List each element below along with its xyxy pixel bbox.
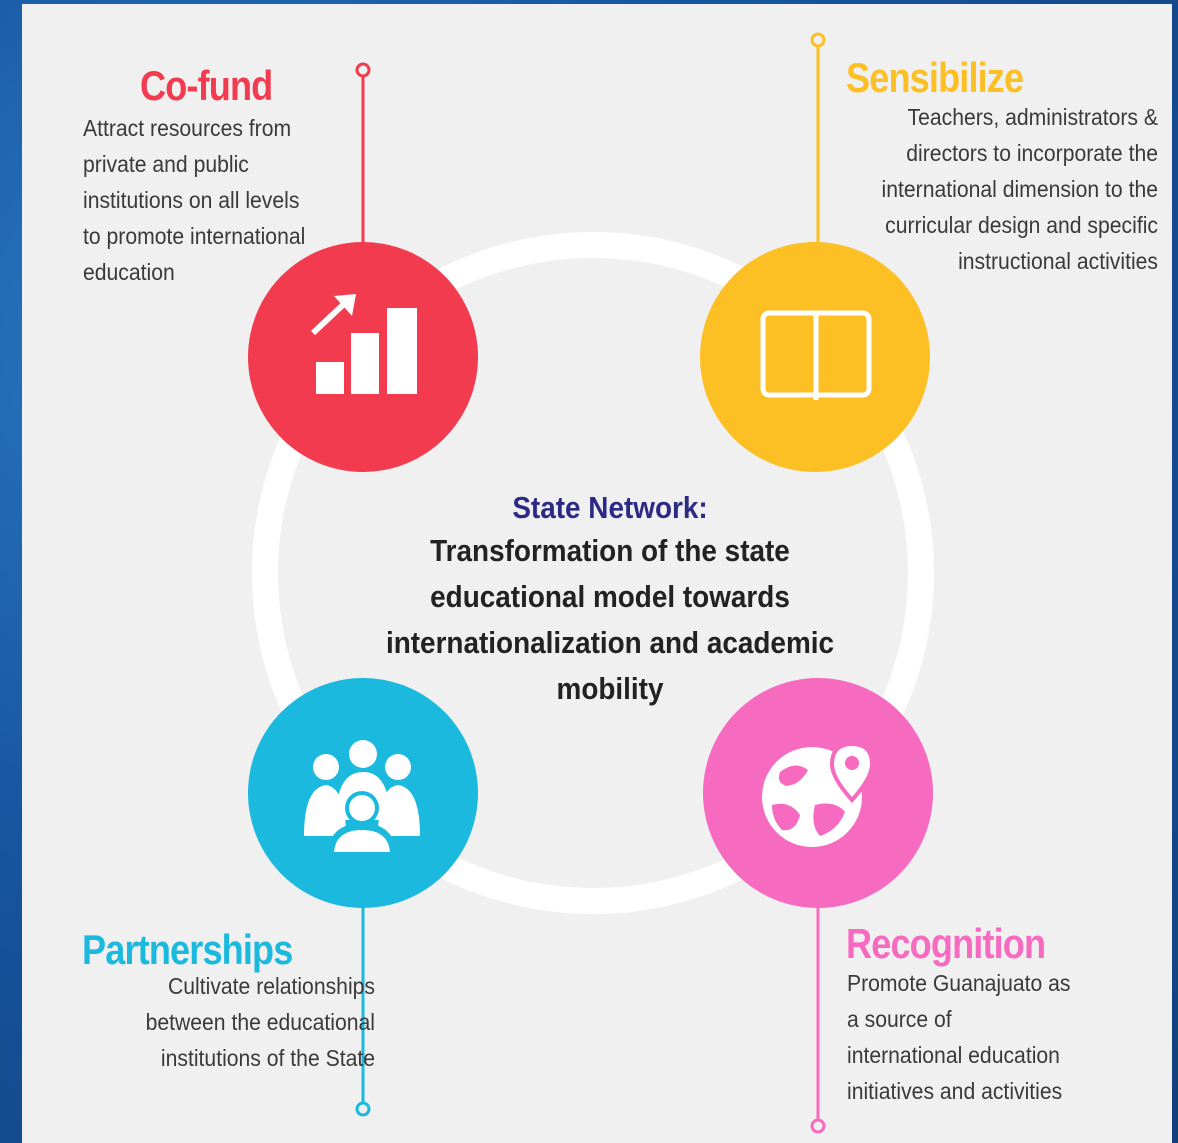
cofund-desc-line: private and public — [83, 151, 249, 177]
sensibilize-title: Sensibilize — [846, 54, 1024, 101]
center-title: State Network: — [512, 490, 708, 525]
recognition-desc-line: initiatives and activities — [847, 1078, 1063, 1104]
center-line: Transformation of the state — [430, 533, 790, 568]
recognition-description: Promote Guanajuato as a source of intern… — [847, 965, 1071, 1109]
sensibilize-desc-line: curricular design and specific — [885, 212, 1158, 238]
cofund-desc-line: education — [83, 259, 175, 285]
partnerships-desc-line: between the educational — [145, 1009, 375, 1035]
partnerships-desc-line: institutions of the State — [160, 1045, 375, 1071]
bar-chart-growth-icon — [310, 294, 417, 394]
partnerships-description: Cultivate relationships between the educ… — [67, 968, 375, 1076]
cofund-connector — [355, 62, 371, 250]
sensibilize-desc-line: instructional activities — [958, 248, 1158, 274]
recognition-desc-line: a source of — [847, 1006, 952, 1032]
recognition-connector — [810, 900, 826, 1134]
partnerships-title: Partnerships — [82, 926, 293, 973]
center-line: mobility — [556, 671, 664, 706]
recognition-title: Recognition — [846, 920, 1046, 967]
partnerships-connector — [355, 900, 371, 1117]
infographic-panel — [22, 4, 1172, 1143]
people-group-icon — [304, 740, 420, 852]
cofund-title: Co-fund — [140, 62, 273, 109]
cofund-desc-line: Attract resources from — [83, 115, 292, 141]
recognition-desc-line: Promote Guanajuato as — [847, 970, 1071, 996]
sensibilize-description: Teachers, administrators & directors to … — [827, 99, 1158, 279]
cofund-desc-line: to promote international — [83, 223, 306, 249]
partnerships-desc-line: Cultivate relationships — [167, 973, 375, 999]
cofund-desc-line: institutions on all levels — [83, 187, 300, 213]
central-ring — [252, 232, 934, 914]
globe-pin-icon — [762, 741, 875, 847]
sensibilize-connector — [810, 32, 826, 250]
center-line: internationalization and academic — [385, 625, 835, 660]
center-statement: State Network: Transformation of the sta… — [340, 488, 880, 712]
sensibilize-desc-line: directors to incorporate the — [906, 140, 1158, 166]
cofund-description: Attract resources from private and publi… — [83, 110, 305, 290]
center-line: educational model towards — [430, 579, 790, 614]
open-book-icon — [760, 310, 872, 400]
sensibilize-desc-line: international dimension to the — [881, 176, 1158, 202]
recognition-desc-line: international education — [847, 1042, 1060, 1068]
sensibilize-desc-line: Teachers, administrators & — [907, 104, 1158, 130]
